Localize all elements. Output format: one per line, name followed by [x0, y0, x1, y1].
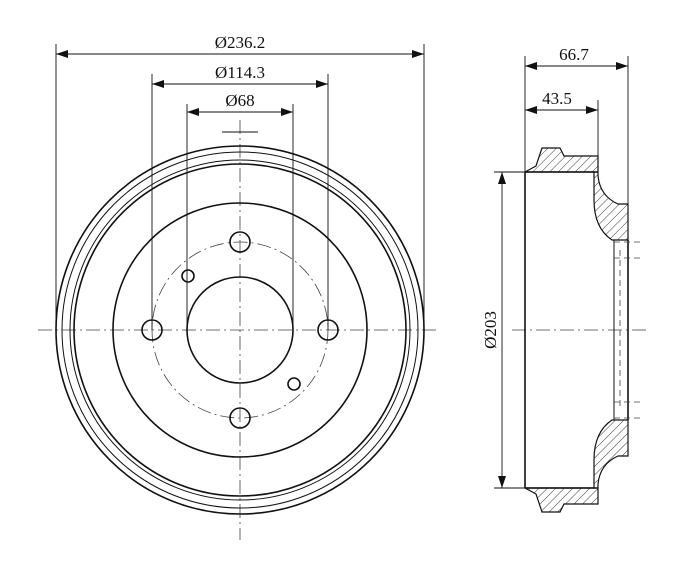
arrow-left [56, 50, 68, 58]
dimension-flange-height: 43.5 [525, 89, 599, 156]
dimension-overall-height: 66.7 [524, 45, 629, 204]
overall-height-label: 66.7 [559, 45, 589, 64]
locating-hole-upper-left [181, 269, 195, 283]
arrow-right [412, 50, 424, 58]
flange-height-label: 43.5 [542, 89, 572, 108]
pcd-label: Ø114.3 [215, 63, 265, 82]
rim-step-circle [69, 159, 411, 501]
arrow-right [586, 106, 598, 114]
outer-rim-inner-circle [61, 151, 419, 509]
arrow-bottom [498, 476, 506, 488]
front-view [38, 120, 440, 540]
arrow-left [187, 108, 199, 116]
outer-diameter-label: Ø236.2 [215, 33, 266, 52]
arrow-left [525, 62, 537, 70]
arrow-left [525, 106, 537, 114]
arrow-left [152, 80, 164, 88]
inner-diameter-label: Ø203 [481, 311, 500, 349]
section-bottom [524, 419, 629, 513]
bolt-hole-bottom [229, 407, 251, 429]
arrow-top [498, 172, 506, 184]
dimension-inner-diameter: Ø203 [481, 171, 525, 489]
dimension-center-bore: Ø68 [186, 91, 294, 330]
side-section-view [512, 147, 650, 513]
dimension-outer-diameter: Ø236.2 [55, 33, 425, 330]
locating-hole-lower-right [287, 377, 301, 391]
hub-face-circle [112, 202, 368, 458]
dimension-pcd: Ø114.3 [151, 63, 329, 330]
center-bore-label: Ø68 [225, 91, 254, 110]
bolt-hole-top [229, 231, 251, 253]
section-top [524, 147, 629, 241]
arrow-right [316, 80, 328, 88]
arrow-right [616, 62, 628, 70]
arrow-right [281, 108, 293, 116]
rim-step-inner-circle [73, 163, 407, 497]
